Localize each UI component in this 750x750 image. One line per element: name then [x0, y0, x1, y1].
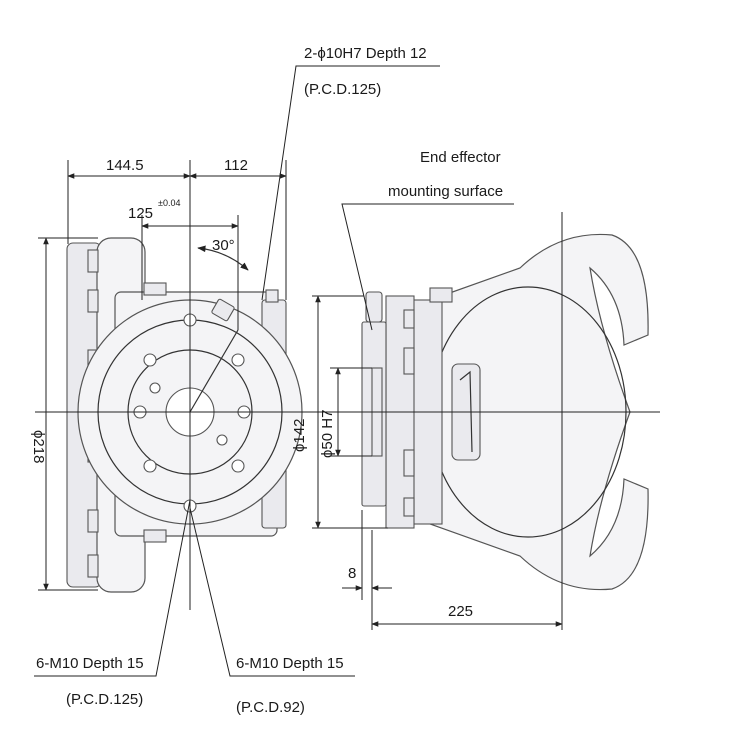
side-dimensions — [312, 203, 563, 630]
angle-arc — [197, 245, 249, 271]
side-view — [300, 233, 660, 591]
left-hole-spec-label: 6-M10 Depth 15 — [36, 655, 144, 672]
dim-8-label: 8 — [348, 565, 356, 582]
top-hole-spec-label: 2-ϕ10H7 Depth 12 — [304, 45, 427, 62]
dim-112-label: 112 — [224, 157, 248, 174]
column-ribs — [403, 309, 415, 517]
bottom-tab — [143, 529, 167, 543]
dim-144-5-label: 144.5 — [106, 157, 144, 174]
top-tab-left — [143, 282, 167, 296]
right-pcd-label: (P.C.D.92) — [236, 699, 305, 716]
key-slot — [211, 298, 235, 322]
right-hole-spec-label: 6-M10 Depth 15 — [236, 655, 344, 672]
front-dimensions — [34, 65, 440, 677]
dia-142-label: ϕ142 — [291, 419, 308, 452]
label-arrow-icon — [459, 370, 473, 453]
angle-ray — [189, 329, 239, 413]
front-view — [35, 160, 303, 610]
dowel-pin — [365, 291, 383, 323]
angle-30-label: 30° — [212, 237, 235, 254]
dia-50h7-label: ϕ50 H7 — [319, 410, 336, 458]
dim-225-label: 225 — [448, 603, 473, 620]
top-pcd-label: (P.C.D.125) — [304, 81, 381, 98]
end-effector-label-line1: End effector — [420, 149, 501, 166]
left-pcd-label: (P.C.D.125) — [66, 691, 143, 708]
dim-125-label: 125 — [128, 205, 153, 222]
dia-218-label: ϕ218 — [30, 430, 47, 463]
dim-125-tolerance-label: ±0.04 — [158, 198, 180, 208]
end-effector-label-line2: mounting surface — [388, 183, 503, 200]
top-tab-right — [265, 289, 279, 303]
top-stud — [429, 287, 453, 303]
